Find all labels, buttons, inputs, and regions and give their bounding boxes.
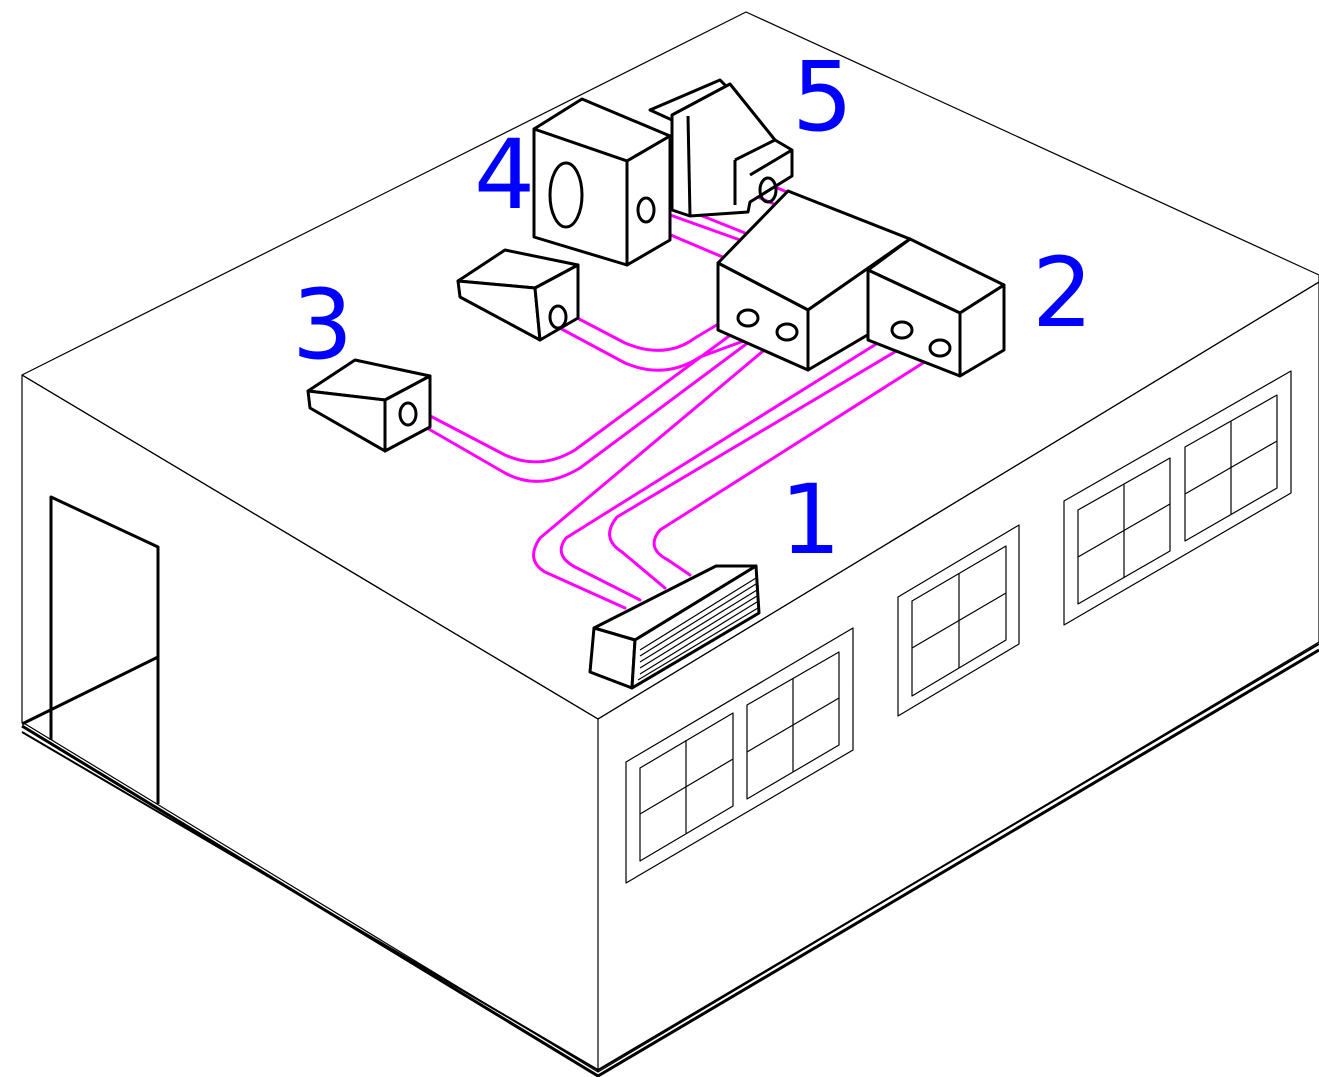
door [21,495,160,804]
windows [625,370,1292,884]
label-unit-2: 2 [1032,237,1093,349]
refrigerant-pipes [411,181,947,610]
unit-labels: 1 2 3 4 5 [292,41,1093,576]
fan-icon [548,161,584,229]
label-unit-1: 1 [780,464,841,576]
unit-indoor-wedge-upper [456,248,580,342]
window-2 [897,524,1020,717]
building [21,11,1319,1077]
pipe-unit3 [411,320,750,464]
pipe-unit1-a [532,334,783,610]
base-edge-outer [21,648,1319,1077]
unit-3-indoor-unit [306,358,432,453]
unit-5-unit [648,78,794,218]
label-unit-3: 3 [292,269,353,381]
base-edge-inner [21,643,1319,1071]
pipe-unit-small [558,303,752,352]
unit-4-condenser [532,97,672,267]
left-wall [21,374,599,1073]
unit-2-outdoor-unit [716,189,1006,378]
label-unit-5: 5 [792,41,853,153]
window-1 [625,627,854,884]
unit-1-indoor-unit [588,564,761,690]
label-unit-4: 4 [474,119,535,231]
window-3 [1063,370,1292,626]
